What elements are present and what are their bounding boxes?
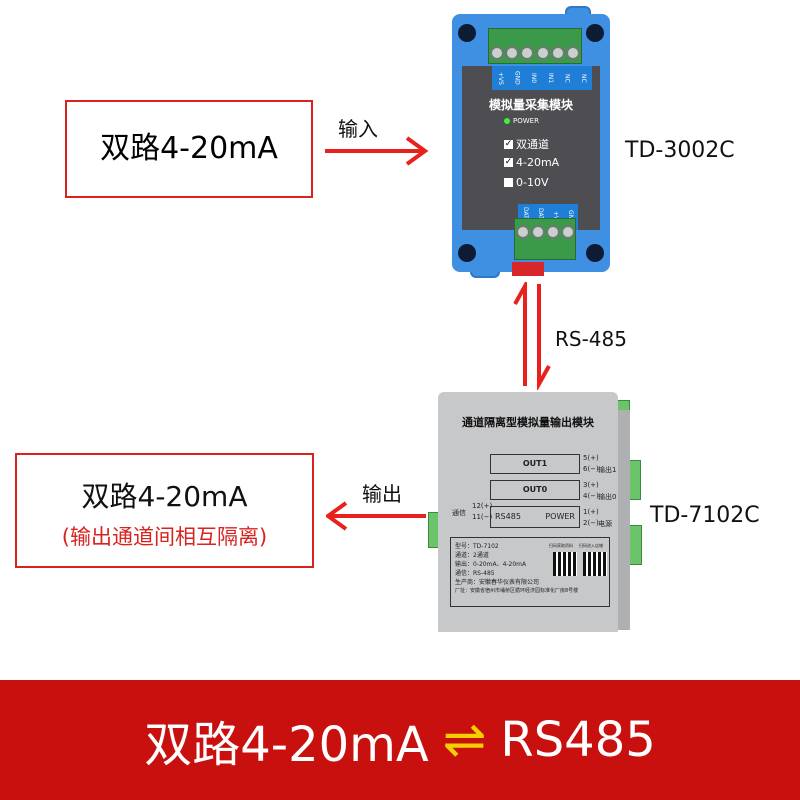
block-label: POWER (545, 512, 575, 521)
pin-label: +VS (552, 210, 559, 224)
side-label: 输出0 (598, 493, 617, 501)
mount-hole (458, 244, 476, 262)
pin-label: DATA- (537, 208, 544, 226)
bottom-device: 通道隔离型模拟量输出模块 OUT1 OUT0 RS485 POWER 5(+) 6… (438, 392, 618, 632)
out1-block: OUT1 (490, 454, 580, 474)
pin-label: 2(−) (583, 519, 599, 527)
terminal-green (628, 525, 642, 565)
pin-label: NC (563, 73, 571, 83)
checkbox-checked-icon: ✓ (504, 157, 513, 167)
pin-label: 1(+) (583, 508, 599, 516)
pin-label: +VS (496, 71, 504, 85)
pin-label: 3(+) (583, 481, 599, 489)
qr-label: 扫码进入店铺 (579, 543, 603, 548)
pin-label: DATA+ (522, 206, 529, 228)
input-box: 双路4-20mA (65, 100, 313, 198)
pin-label: 11(−) (472, 513, 493, 521)
top-device-model: TD-3002C (625, 138, 735, 163)
banner-right-text: RS485 (500, 712, 656, 768)
checkbox-unchecked-icon (504, 178, 513, 187)
pin-label: 5(+) (583, 454, 599, 462)
side-label: 输出1 (598, 466, 617, 474)
side-label: 通信 (452, 509, 466, 517)
bottom-banner: 双路4-20mA ⇌ RS485 (0, 680, 800, 800)
power-led-icon (504, 118, 510, 124)
qr-code-icon (583, 552, 607, 576)
pin-label: 6(−) (583, 465, 599, 473)
pin-label: NC (580, 73, 588, 83)
rs485-connector (512, 262, 544, 276)
info-label: 型号：TD-7102 通道：2通道 输出：0-20mA、4-20mA 通信：RS… (450, 537, 610, 607)
output-arrow-icon (326, 501, 426, 531)
option-label: 4-20mA (516, 156, 560, 169)
input-arrow-label: 输入 (338, 117, 378, 141)
link-label: RS-485 (555, 327, 627, 351)
top-device: +VS GND IN0 IN1 NC NC 模拟量采集模块 POWER ✓双通道… (452, 14, 610, 272)
pin-label: 4(−) (583, 492, 599, 500)
info-line: 生产商：安徽春华仪表有限公司 (455, 579, 540, 586)
option-item: ✓4-20mA (504, 156, 559, 169)
bottom-device-model: TD-7102C (650, 503, 760, 528)
checkbox-checked-icon: ✓ (504, 138, 513, 149)
pin-label: GND (513, 71, 521, 85)
block-label: OUT0 (522, 485, 548, 494)
input-arrow-icon (325, 136, 429, 166)
power-indicator: POWER (504, 117, 539, 125)
option-item: ✓双通道 (504, 136, 549, 152)
output-box-text: 双路4-20mA (81, 480, 248, 513)
qr-code-icon (553, 552, 577, 576)
power-label: POWER (513, 117, 539, 125)
info-line: 型号：TD-7102 (455, 543, 499, 550)
mount-hole (586, 244, 604, 262)
bidirectional-arrow-icon (513, 282, 551, 390)
device-title: 模拟量采集模块 (488, 98, 573, 112)
pin-label: IN1 (546, 72, 554, 84)
output-box-note: (输出通道间相互隔离) (61, 525, 268, 549)
option-label: 双通道 (516, 138, 549, 151)
exchange-arrows-icon: ⇌ (442, 710, 487, 770)
banner-left-text: 双路4-20mA (144, 717, 429, 773)
mount-hole (458, 24, 476, 42)
out0-block: OUT0 (490, 480, 580, 500)
info-line: 通道：2通道 (455, 552, 489, 559)
output-arrow-label: 输出 (362, 482, 402, 506)
option-label: 0-10V (516, 176, 549, 189)
rs485-power-block: RS485 POWER (490, 506, 580, 528)
input-box-text: 双路4-20mA (100, 131, 278, 166)
info-line: 厂址：安徽省宿州市埇桥区循环经济园标准化厂房8号楼 (455, 588, 579, 594)
device-title: 通道隔离型模拟量输出模块 (462, 416, 594, 429)
bottom-terminal-block (514, 218, 576, 260)
mount-hole (586, 24, 604, 42)
pin-label: IN0 (530, 72, 538, 84)
front-panel: +VS GND IN0 IN1 NC NC 模拟量采集模块 POWER ✓双通道… (462, 66, 600, 230)
side-label: 电源 (598, 520, 612, 528)
output-box: 双路4-20mA (输出通道间相互隔离) (15, 453, 314, 568)
top-pin-labels: +VS GND IN0 IN1 NC NC (492, 66, 592, 90)
pin-label: GND (567, 210, 574, 224)
option-item: 0-10V (504, 176, 549, 189)
block-label: OUT1 (522, 459, 548, 468)
block-label: RS485 (495, 512, 521, 521)
qr-label: 扫码获取资料 (549, 543, 573, 548)
info-line: 输出：0-20mA、4-20mA (455, 561, 527, 568)
info-line: 通信：RS-485 (455, 570, 495, 577)
top-terminal-block (488, 28, 582, 64)
pin-label: 12(+) (472, 502, 493, 510)
